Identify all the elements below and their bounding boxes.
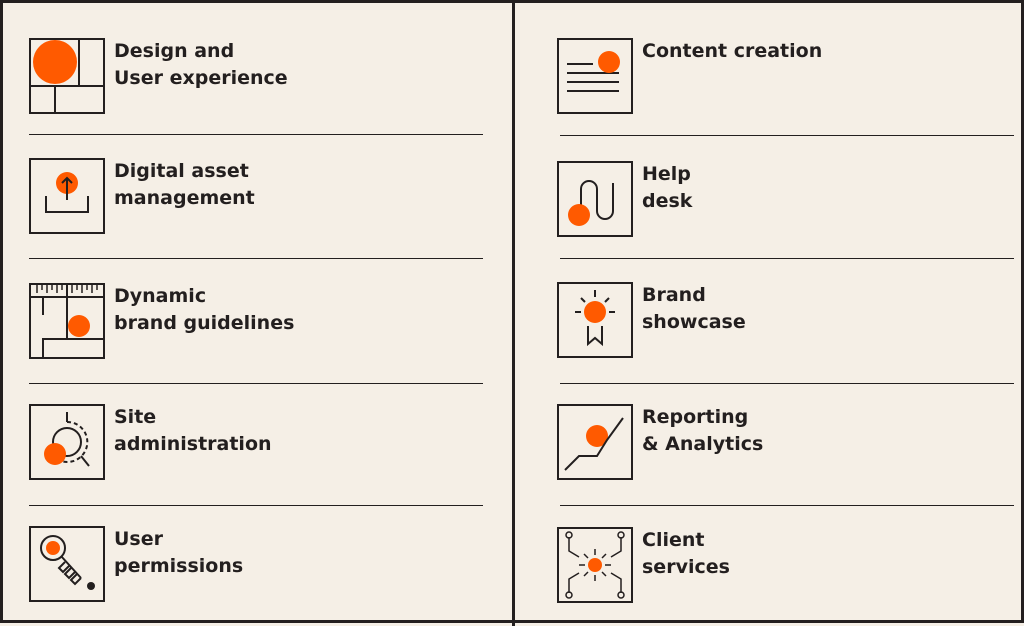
row-divider [29,258,483,259]
feature-label: Dynamic brand guidelines [114,285,295,334]
headset-cable-icon [557,161,633,237]
feature-label: Help desk [642,163,693,212]
upload-icon [29,158,105,234]
feature-label: Client services [642,529,730,578]
feature-label: User permissions [114,528,244,577]
feature-label: Reporting & Analytics [642,406,764,455]
network-hub-icon [557,527,633,603]
row-divider [29,505,483,506]
key-icon [29,526,105,602]
row-divider [560,383,1014,384]
ruler-blueprint-icon [29,283,105,359]
feature-label: Content creation [642,40,823,62]
row-divider [560,135,1014,136]
row-divider [560,258,1014,259]
row-divider [29,383,483,384]
feature-label: Site administration [114,406,272,455]
row-divider [29,134,483,135]
row-divider [560,505,1014,506]
document-icon [557,38,633,114]
layout-grid-icon [29,38,105,114]
gear-admin-icon [29,404,105,480]
chart-line-icon [557,404,633,480]
feature-label: Brand showcase [642,284,746,333]
award-badge-icon [557,282,633,358]
feature-label: Digital asset management [114,160,255,209]
column-divider [512,3,515,626]
feature-label: Design and User experience [114,40,288,89]
